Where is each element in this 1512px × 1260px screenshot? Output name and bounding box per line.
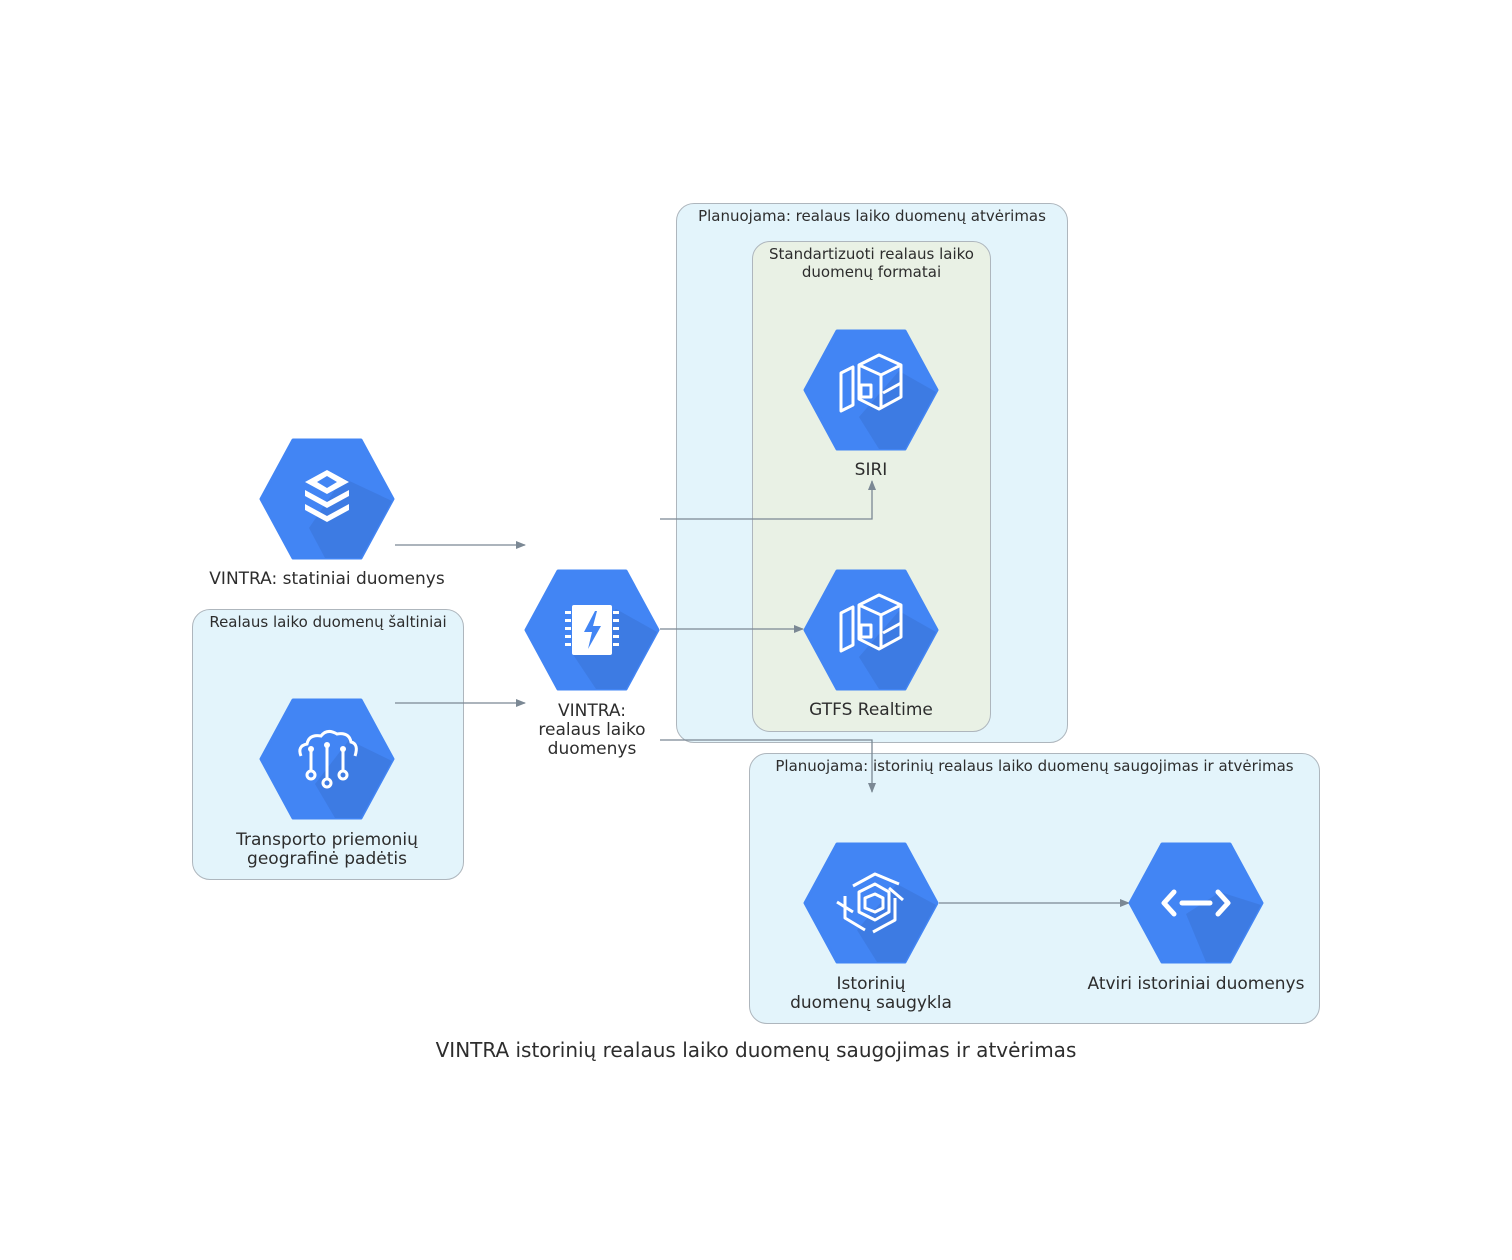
api-endpoint-icon bbox=[1128, 842, 1264, 964]
realtime-data-label: VINTRA: realaus laiko duomenys bbox=[538, 701, 646, 759]
edge-realtime-to-siri bbox=[660, 480, 876, 520]
cube-blocks-icon bbox=[803, 329, 939, 451]
edge-realtime-to-storage bbox=[660, 739, 876, 793]
diagram-title: VINTRA istorinių realaus laiko duomenų s… bbox=[435, 1038, 1077, 1062]
static-data-label: VINTRA: statiniai duomenys bbox=[209, 569, 445, 589]
open-historic-data-label: Atviri istoriniai duomenys bbox=[1087, 974, 1305, 994]
vehicle-position-label: Transporto priemonių geografinė padėtis bbox=[236, 830, 418, 869]
cube-blocks-icon bbox=[803, 569, 939, 691]
cluster-planned-historic-label: Planuojama: istorinių realaus laiko duom… bbox=[775, 757, 1294, 775]
processor-chip-icon bbox=[524, 569, 660, 691]
cluster-sources-label: Realaus laiko duomenų šaltiniai bbox=[209, 613, 447, 631]
datastore-icon bbox=[259, 438, 395, 560]
iot-cloud-icon bbox=[259, 698, 395, 820]
siri-label: SIRI bbox=[854, 460, 888, 480]
layered-storage-icon bbox=[803, 842, 939, 964]
cluster-planned-realtime-label: Planuojama: realaus laiko duomenų atvėri… bbox=[698, 207, 1046, 225]
historic-storage-label: Istorinių duomenų saugykla bbox=[790, 974, 952, 1013]
gtfs-realtime-label: GTFS Realtime bbox=[809, 700, 933, 720]
cluster-formats-label: Standartizuoti realaus laiko duomenų for… bbox=[769, 245, 974, 281]
